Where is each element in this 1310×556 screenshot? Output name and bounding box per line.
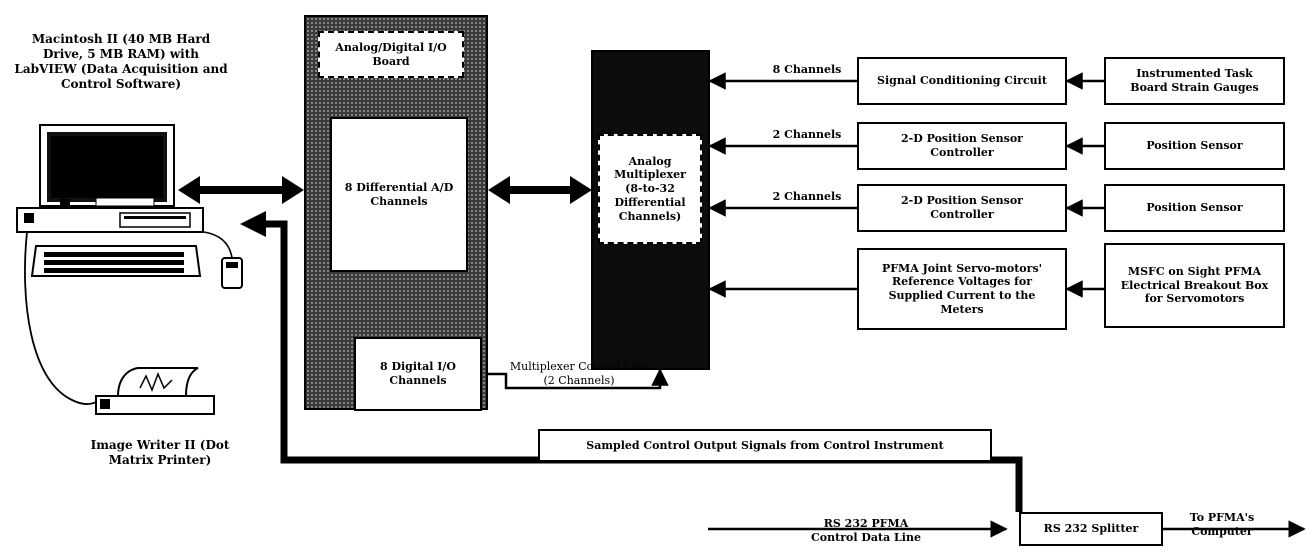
computer-icon [16, 124, 243, 289]
row3-source-text: Position Sensor [1146, 201, 1243, 215]
digital-channels-box: 8 Digital I/O Channels [354, 337, 482, 411]
ad-channels-box: 8 Differential A/D Channels [330, 117, 468, 272]
row4-source-box: MSFC on Sight PFMA Electrical Breakout B… [1104, 243, 1285, 328]
row1-source-box: Instrumented Task Board Strain Gauges [1104, 57, 1285, 105]
rs232-splitter-text: RS 232 Splitter [1043, 522, 1139, 536]
row1-processor-text: Signal Conditioning Circuit [877, 74, 1047, 88]
sampled-output-box: Sampled Control Output Signals from Cont… [538, 429, 992, 462]
rs232-splitter-box: RS 232 Splitter [1019, 512, 1163, 546]
computer-board-link [178, 176, 304, 204]
row-connectors [708, 72, 1104, 298]
mouse-cable [203, 231, 233, 259]
row2-processor-text: 2-D Position Sensor Controller [901, 132, 1023, 159]
row3-source-box: Position Sensor [1104, 184, 1285, 232]
mux-control-label: Multiplexer Control Line (2 Channels) [509, 360, 649, 387]
printer-icon [95, 367, 215, 415]
io-board-title-text: Analog/Digital I/O Board [335, 40, 447, 68]
sampled-output-text: Sampled Control Output Signals from Cont… [586, 438, 944, 452]
row1-channels: 8 Channels [772, 63, 842, 76]
row4-source-text: MSFC on Sight PFMA Electrical Breakout B… [1120, 264, 1269, 306]
row4-processor-text: PFMA Joint Servo-motors' Reference Volta… [881, 261, 1043, 316]
rs232-output-label: To PFMA's Computer [1189, 511, 1255, 538]
row3-processor-box: 2-D Position Sensor Controller [857, 184, 1067, 232]
row3-channels: 2 Channels [772, 190, 842, 203]
feedback-line [240, 211, 1023, 512]
printer-label: Image Writer II (Dot Matrix Printer) [90, 438, 230, 467]
multiplexer-label-box: Analog Multiplexer (8-to-32 Differential… [598, 134, 702, 244]
ad-channels-text: 8 Differential A/D Channels [344, 180, 454, 208]
row4-processor-box: PFMA Joint Servo-motors' Reference Volta… [857, 248, 1067, 330]
row2-source-box: Position Sensor [1104, 122, 1285, 170]
computer-label: Macintosh II (40 MB Hard Drive, 5 MB RAM… [14, 32, 228, 91]
row1-source-text: Instrumented Task Board Strain Gauges [1130, 67, 1259, 94]
row1-processor-box: Signal Conditioning Circuit [857, 57, 1067, 105]
mux-control-line [482, 368, 669, 390]
row3-processor-text: 2-D Position Sensor Controller [901, 194, 1023, 221]
board-mux-link [488, 176, 592, 204]
row2-channels: 2 Channels [772, 128, 842, 141]
multiplexer-label-text: Analog Multiplexer (8-to-32 Differential… [614, 154, 686, 223]
io-board-title: Analog/Digital I/O Board [318, 31, 464, 78]
row2-processor-box: 2-D Position Sensor Controller [857, 122, 1067, 170]
digital-channels-text: 8 Digital I/O Channels [379, 360, 457, 387]
row2-source-text: Position Sensor [1146, 139, 1243, 153]
printer-cable [24, 231, 97, 405]
rs232-input-label: RS 232 PFMA Control Data Line [811, 517, 921, 544]
